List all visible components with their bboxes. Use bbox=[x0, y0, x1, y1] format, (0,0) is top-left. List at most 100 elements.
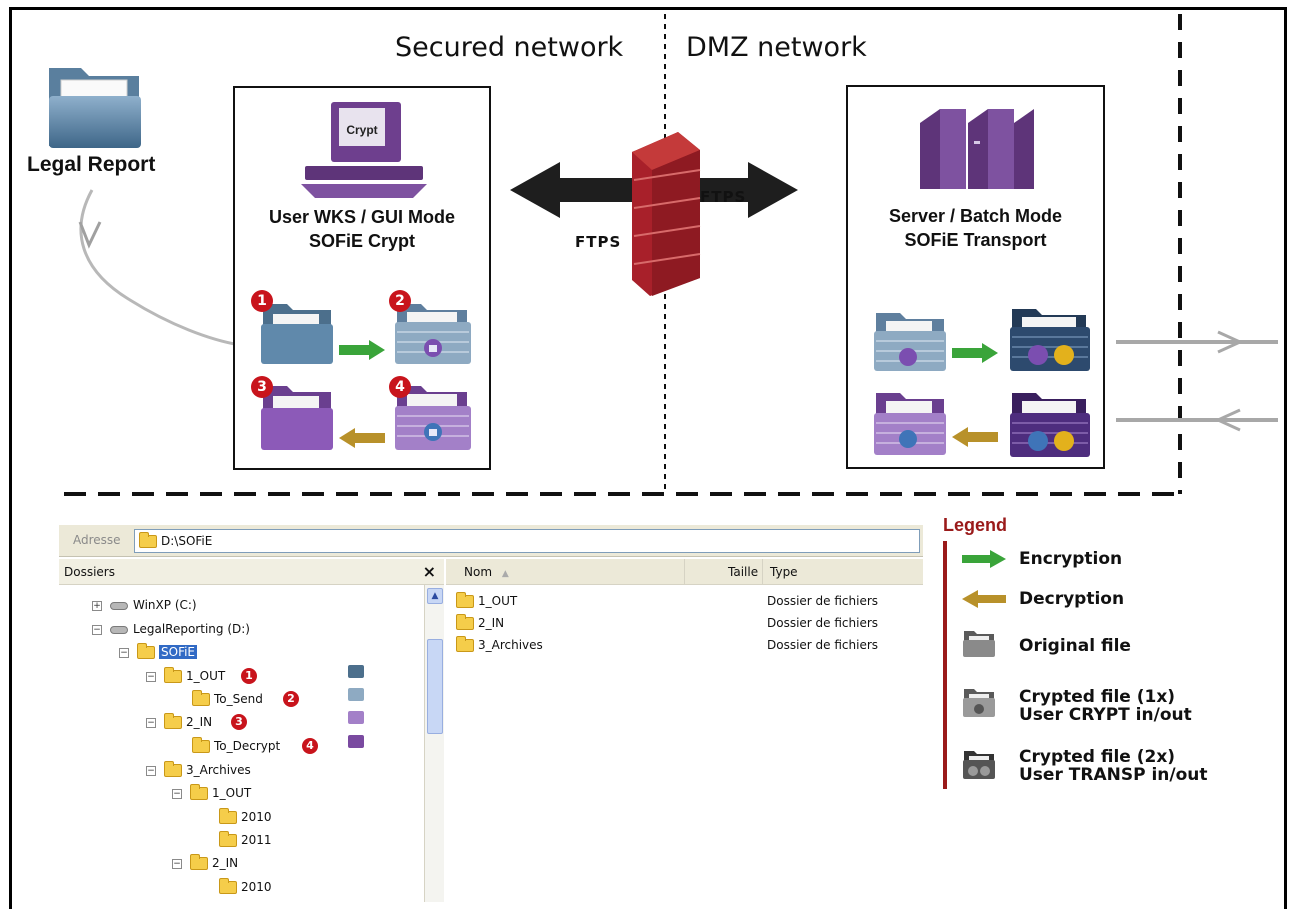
legend-crypted-1x-line1: Crypted file (1x) bbox=[1019, 687, 1176, 707]
secured-network-title: Secured network bbox=[395, 32, 624, 63]
decrypted-file-folder-icon bbox=[261, 386, 333, 450]
folder-icon bbox=[456, 614, 474, 630]
folder-icon bbox=[137, 643, 155, 659]
tree-item-archives-out-2010[interactable]: 2010 bbox=[219, 807, 272, 827]
collapse-toggle[interactable]: − bbox=[172, 788, 182, 799]
tree-item-label: 2_IN bbox=[212, 856, 239, 870]
ftps-right-arrow bbox=[670, 162, 798, 218]
file-list-pane: Nom ▲ Taille Type 1_OUT Dossier de fichi… bbox=[446, 559, 923, 902]
tree-step-4-badge: 4 bbox=[302, 738, 318, 754]
legal-report-folder-icon bbox=[49, 68, 141, 148]
folder-icon bbox=[219, 808, 237, 824]
tree-step-2-badge: 2 bbox=[283, 691, 299, 707]
tree-step-3-badge: 3 bbox=[231, 714, 247, 730]
folder-icon bbox=[164, 761, 182, 777]
collapse-toggle[interactable]: − bbox=[146, 765, 156, 776]
folder-icon bbox=[192, 737, 210, 753]
collapse-toggle[interactable]: − bbox=[172, 858, 182, 869]
server-decrypted-folder-icon bbox=[874, 393, 946, 455]
folder-icon bbox=[164, 713, 182, 729]
ftps-left-arrow bbox=[510, 162, 640, 218]
collapse-toggle[interactable]: − bbox=[92, 624, 102, 635]
folder-icon bbox=[139, 532, 157, 548]
server-label-line1: Server / Batch Mode bbox=[888, 206, 1063, 226]
column-type-header[interactable]: Type bbox=[770, 565, 798, 579]
file-type: Dossier de fichiers bbox=[767, 616, 879, 630]
legal-report-label: Legal Report bbox=[27, 153, 156, 176]
collapse-toggle[interactable]: − bbox=[146, 717, 156, 728]
column-size-header[interactable]: Taille bbox=[728, 565, 759, 579]
encryption-arrow-icon bbox=[339, 340, 385, 360]
step-2-badge: 2 bbox=[389, 290, 411, 312]
tree-item-label: 3_Archives bbox=[186, 763, 251, 777]
file-name: 3_Archives bbox=[478, 638, 543, 652]
column-name-header[interactable]: Nom ▲ bbox=[464, 559, 509, 585]
tree-item-label: 1_OUT bbox=[186, 669, 226, 683]
tree-item-archives-out-2011[interactable]: 2011 bbox=[219, 830, 272, 850]
server-icon bbox=[920, 109, 1034, 189]
server-decryption-arrow-icon bbox=[952, 427, 998, 447]
file-name: 1_OUT bbox=[478, 594, 518, 608]
tree-item-1-out[interactable]: − 1_OUT bbox=[146, 666, 225, 686]
tree-item-archives-2-in[interactable]: − 2_IN bbox=[172, 853, 238, 873]
crypted-incoming-folder-icon bbox=[395, 386, 471, 450]
tree-item-3-archives[interactable]: − 3_Archives bbox=[146, 760, 251, 780]
folder-icon bbox=[219, 831, 237, 847]
legend-accent-bar bbox=[943, 541, 947, 789]
folders-header-label: Dossiers bbox=[64, 565, 115, 579]
collapse-toggle[interactable]: − bbox=[146, 671, 156, 682]
folder-icon bbox=[190, 784, 208, 800]
drive-icon bbox=[110, 625, 128, 634]
tree-item-label: 2010 bbox=[241, 810, 272, 824]
server-label-line2: SOFiE Transport bbox=[904, 230, 1047, 250]
legend-decryption-label: Decryption bbox=[1019, 589, 1125, 609]
server-crypted-1x-folder-icon bbox=[874, 313, 946, 371]
ftps-left-label: FTPS bbox=[575, 233, 622, 251]
tree-crypted-file-icon bbox=[348, 688, 364, 701]
workstation-label-line1: User WKS / GUI Mode bbox=[268, 207, 456, 227]
address-field[interactable]: D:\SOFiE bbox=[134, 529, 920, 553]
tree-step-1-badge: 1 bbox=[241, 668, 257, 684]
server-box: Server / Batch Mode SOFiE Transport bbox=[846, 85, 1105, 469]
folder-icon bbox=[192, 690, 210, 706]
legend-decryption-arrow-icon bbox=[962, 590, 1006, 608]
tree-scrollbar[interactable]: ▲ bbox=[424, 585, 444, 902]
legend-crypted-2x-line1: Crypted file (2x) bbox=[1019, 747, 1176, 767]
tree-item-to-decrypt[interactable]: To_Decrypt bbox=[192, 736, 280, 756]
tree-item-sofie[interactable]: −SOFiE bbox=[119, 642, 198, 662]
tree-item-to-send[interactable]: To_Send bbox=[192, 689, 263, 709]
tree-item-archives-in-2010[interactable]: 2010 bbox=[219, 877, 272, 897]
tree-decrypted-file-icon bbox=[348, 735, 364, 748]
address-value: D:\SOFiE bbox=[161, 534, 213, 548]
scroll-up-icon[interactable]: ▲ bbox=[427, 588, 443, 604]
firewall-ftps-graphic bbox=[510, 132, 798, 296]
tree-item-label: WinXP (C:) bbox=[133, 598, 197, 612]
collapse-toggle[interactable]: − bbox=[119, 647, 129, 658]
tree-crypted-incoming-icon bbox=[348, 711, 364, 724]
folder-icon bbox=[456, 592, 474, 608]
expand-toggle[interactable]: + bbox=[92, 600, 102, 611]
outer-frame bbox=[9, 7, 1287, 909]
legal-report-flow-arrowhead bbox=[78, 221, 102, 249]
step-4-badge: 4 bbox=[389, 376, 411, 398]
tree-item-2-in[interactable]: −2_IN bbox=[146, 712, 212, 732]
tree-item-legalreporting[interactable]: −LegalReporting (D:) bbox=[92, 619, 250, 639]
file-row[interactable]: 2_IN Dossier de fichiers bbox=[456, 613, 916, 634]
file-row[interactable]: 3_Archives Dossier de fichiers bbox=[456, 635, 916, 656]
address-label: Adresse bbox=[73, 533, 121, 547]
legend-encryption-label: Encryption bbox=[1019, 549, 1123, 569]
tree-item-archives-1-out[interactable]: −1_OUT bbox=[172, 783, 251, 803]
server-crypted-2x-incoming-folder-icon bbox=[1010, 393, 1090, 457]
scroll-thumb[interactable] bbox=[427, 639, 443, 734]
workstation-computer-icon: Crypt bbox=[301, 102, 427, 198]
tree-item-winxp[interactable]: + WinXP (C:) bbox=[92, 595, 197, 615]
sort-ascending-icon: ▲ bbox=[501, 569, 509, 579]
close-folders-pane-button[interactable]: × bbox=[422, 562, 436, 581]
crypted-1x-folder-icon bbox=[395, 304, 471, 364]
folders-pane-header: Dossiers × bbox=[59, 559, 444, 585]
legend-crypted-2x-icon bbox=[963, 751, 995, 779]
file-row[interactable]: 1_OUT Dossier de fichiers bbox=[456, 591, 916, 612]
file-list-header: Nom ▲ Taille Type bbox=[446, 559, 923, 585]
server-crypted-2x-folder-icon bbox=[1010, 309, 1090, 371]
